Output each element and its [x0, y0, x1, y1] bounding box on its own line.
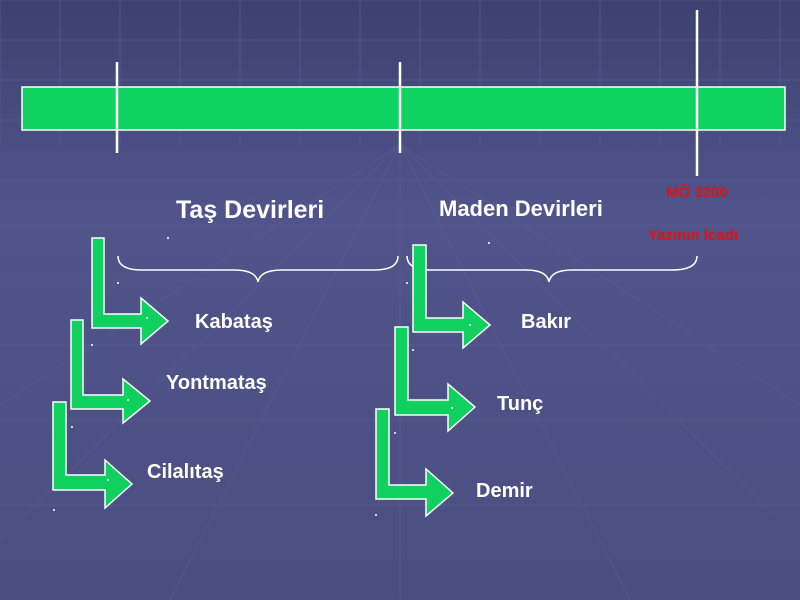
- metal-age-title: Maden Devirleri: [439, 196, 603, 221]
- arrow-demir: [375, 408, 455, 518]
- metal-sub-tunc: Tunç: [497, 393, 544, 415]
- milestone-event: Yazının İcadı: [648, 227, 739, 244]
- stone-sub-cilalitas: Cilalıtaş: [147, 461, 224, 483]
- arrow-kabatas: [91, 237, 170, 346]
- milestone-date: MÖ 3200: [666, 184, 728, 201]
- timeline-bar: [21, 86, 786, 131]
- stone-sub-yontmatas: Yontmataş: [166, 372, 267, 394]
- background-grid-perspective: [0, 144, 800, 600]
- arrow-bakir: [412, 244, 492, 350]
- arrow-yontmatas: [70, 319, 152, 425]
- stone-sub-kabatas: Kabataş: [195, 311, 273, 333]
- stone-age-title: Taş Devirleri: [176, 196, 325, 224]
- arrow-cilalitas: [52, 401, 134, 510]
- metal-sub-demir: Demir: [476, 480, 533, 502]
- arrow-tunc: [394, 326, 477, 433]
- decorative-dots: [53, 237, 490, 516]
- brace-stone: [117, 255, 399, 283]
- metal-sub-bakir: Bakır: [521, 311, 572, 333]
